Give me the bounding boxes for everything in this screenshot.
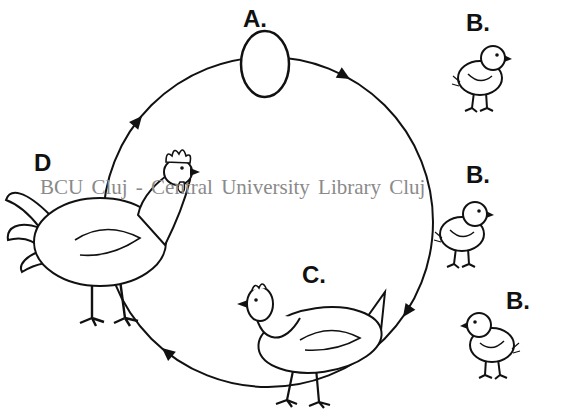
cycle-arrowhead xyxy=(158,343,176,361)
stage-letter: A. xyxy=(243,6,267,32)
stage-letter: B. xyxy=(466,10,490,36)
stage-letter: C. xyxy=(302,262,326,288)
chick xyxy=(460,313,520,379)
cycle-circle xyxy=(103,57,433,387)
stage-letter: D xyxy=(34,150,51,176)
cycle-arrowhead xyxy=(336,67,353,84)
cycle-arrowhead xyxy=(398,303,415,321)
stage-letter: B. xyxy=(466,162,490,188)
stage-letter: B. xyxy=(506,288,530,314)
chick xyxy=(452,46,512,112)
egg xyxy=(241,31,289,97)
cycle-arrowhead xyxy=(129,112,147,130)
chick xyxy=(434,202,494,268)
watermark: BCU Cluj - Central University Library Cl… xyxy=(40,176,425,199)
hen xyxy=(237,284,386,408)
